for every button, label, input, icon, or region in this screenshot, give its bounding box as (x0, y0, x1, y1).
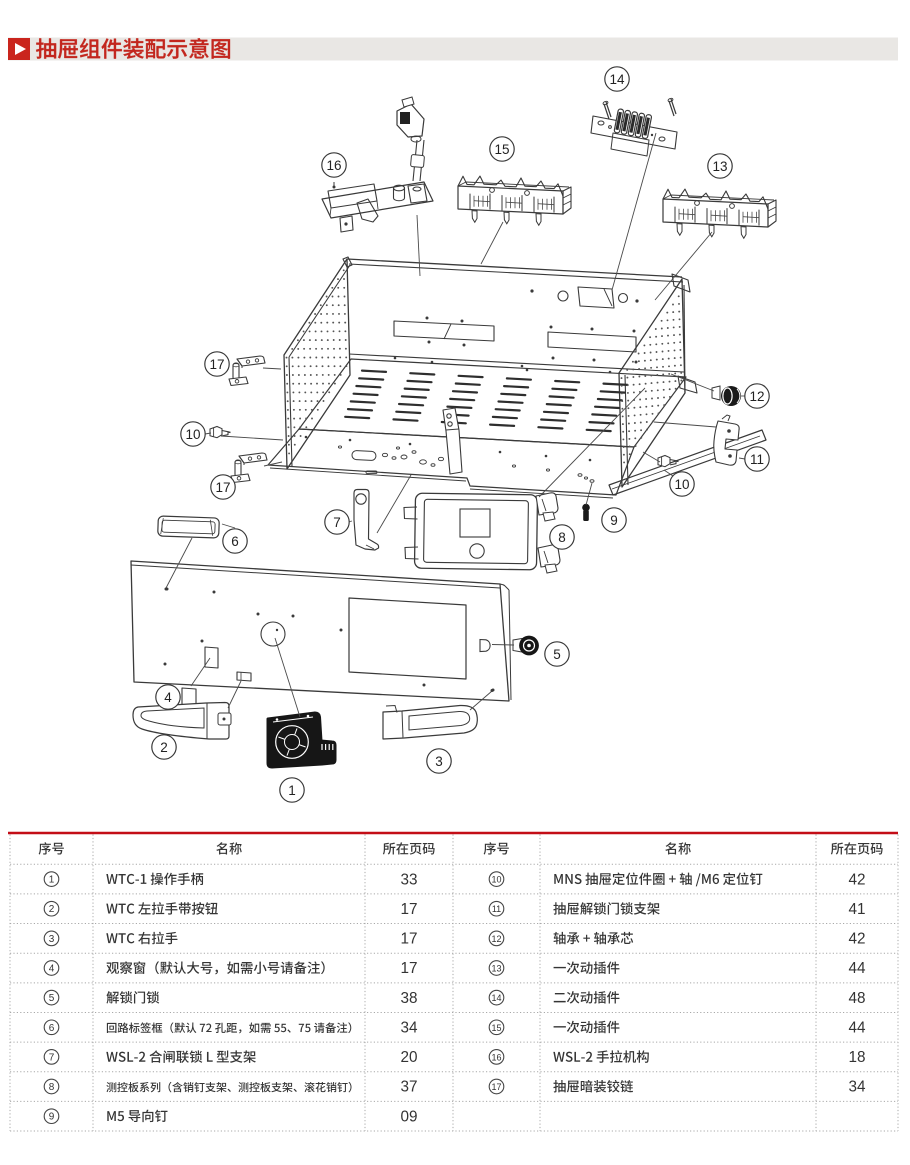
svg-text:11: 11 (750, 452, 764, 467)
svg-text:17: 17 (215, 480, 230, 495)
svg-text:8: 8 (49, 1082, 55, 1093)
svg-text:16: 16 (491, 1052, 501, 1062)
svg-text:6: 6 (231, 534, 239, 549)
svg-text:34: 34 (400, 1020, 418, 1037)
svg-text:44: 44 (848, 1020, 866, 1037)
svg-text:14: 14 (491, 993, 501, 1003)
svg-text:34: 34 (848, 1079, 866, 1096)
svg-text:17: 17 (491, 1082, 501, 1092)
svg-text:33: 33 (400, 871, 417, 888)
svg-text:7: 7 (333, 515, 341, 530)
svg-text:42: 42 (848, 931, 865, 948)
svg-text:42: 42 (848, 871, 865, 888)
svg-text:18: 18 (848, 1049, 865, 1066)
svg-text:13: 13 (712, 159, 727, 174)
svg-text:1: 1 (49, 875, 55, 886)
svg-text:41: 41 (848, 901, 865, 918)
svg-text:17: 17 (400, 931, 417, 948)
svg-text:17: 17 (209, 357, 224, 372)
svg-text:10: 10 (674, 477, 689, 492)
svg-text:5: 5 (553, 647, 561, 662)
svg-text:3: 3 (49, 934, 55, 945)
svg-text:3: 3 (435, 754, 443, 769)
svg-text:15: 15 (494, 142, 509, 157)
svg-text:10: 10 (491, 875, 501, 885)
svg-text:16: 16 (326, 158, 341, 173)
svg-text:14: 14 (609, 72, 625, 87)
svg-text:2: 2 (160, 740, 168, 755)
svg-text:17: 17 (400, 960, 417, 977)
svg-text:37: 37 (400, 1079, 417, 1096)
svg-text:44: 44 (848, 960, 866, 977)
svg-text:4: 4 (164, 690, 172, 705)
svg-text:9: 9 (49, 1112, 55, 1123)
svg-text:48: 48 (848, 990, 865, 1007)
svg-text:1: 1 (288, 783, 296, 798)
svg-text:09: 09 (400, 1108, 417, 1125)
svg-text:2: 2 (49, 904, 55, 915)
svg-text:9: 9 (610, 513, 618, 528)
svg-text:10: 10 (185, 427, 200, 442)
svg-text:12: 12 (491, 934, 501, 944)
svg-text:4: 4 (49, 964, 55, 975)
svg-text:12: 12 (749, 389, 764, 404)
svg-text:7: 7 (49, 1052, 55, 1063)
svg-text:13: 13 (491, 964, 501, 974)
svg-text:6: 6 (49, 1023, 55, 1034)
svg-text:20: 20 (400, 1049, 417, 1066)
svg-text:11: 11 (492, 904, 501, 914)
svg-text:5: 5 (49, 993, 55, 1004)
svg-text:15: 15 (491, 1023, 501, 1033)
svg-text:8: 8 (558, 530, 566, 545)
svg-text:38: 38 (400, 990, 417, 1007)
svg-text:17: 17 (400, 901, 417, 918)
